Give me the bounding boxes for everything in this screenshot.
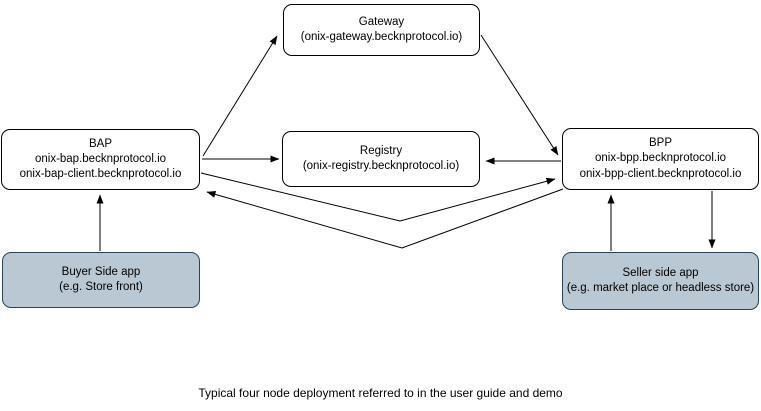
node-bpp-client-url: onix-bpp-client.becknprotocol.io [579, 167, 742, 180]
node-buyer-side-app: Buyer Side app (e.g. Store front) [2, 252, 200, 308]
node-registry-subtitle: (onix-registry.becknprotocol.io) [302, 160, 460, 172]
node-seller-title: Seller side app [622, 266, 699, 279]
node-bap: BAP onix-bap.becknprotocol.io onix-bap-c… [1, 129, 200, 190]
node-bap-url: onix-bap.becknprotocol.io [34, 152, 167, 165]
node-gateway-title: Gateway [358, 15, 405, 28]
edge-bap-gateway [202, 35, 278, 157]
node-registry: Registry (onix-registry.becknprotocol.io… [282, 131, 480, 187]
node-seller-side-app: Seller side app (e.g. market place or he… [562, 252, 759, 310]
node-bap-client-url: onix-bap-client.becknprotocol.io [19, 168, 182, 181]
node-seller-subtitle: (e.g. market place or headless store) [566, 282, 755, 294]
node-buyer-title: Buyer Side app [61, 265, 141, 278]
node-buyer-subtitle: (e.g. Store front) [59, 281, 143, 293]
edge-gateway-bpp [480, 34, 559, 156]
node-bpp-url: onix-bpp.becknprotocol.io [594, 152, 727, 165]
node-registry-title: Registry [359, 144, 403, 157]
node-bap-title: BAP [88, 137, 112, 150]
node-gateway: Gateway (onix-gateway.becknprotocol.io) [283, 4, 480, 56]
diagram-caption: Typical four node deployment referred to… [198, 386, 563, 400]
node-bpp: BPP onix-bpp.becknprotocol.io onix-bpp-c… [562, 128, 759, 190]
node-bpp-title: BPP [648, 137, 672, 150]
node-gateway-subtitle: (onix-gateway.becknprotocol.io) [300, 31, 463, 43]
edge-bpp-bap [206, 188, 564, 249]
